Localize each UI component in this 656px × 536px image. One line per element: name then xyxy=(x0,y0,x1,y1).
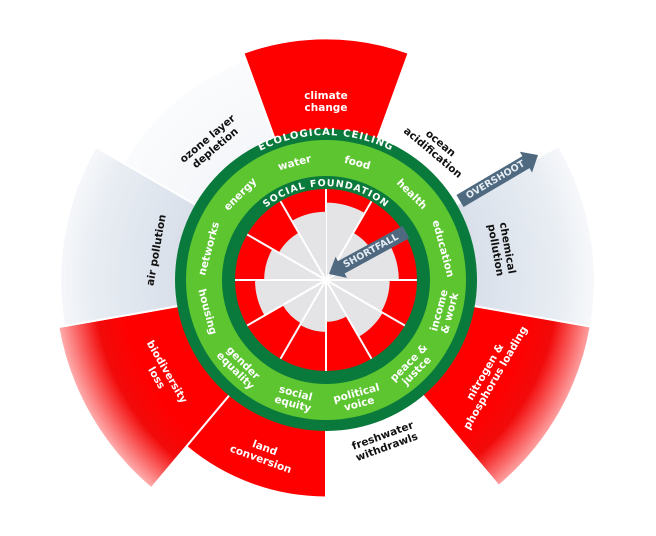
sector-divider xyxy=(325,279,406,327)
foundation-achieved-income-work xyxy=(326,280,390,312)
boundary-label-line: change xyxy=(305,102,348,114)
sector-divider xyxy=(279,279,327,360)
foundation-achieved-water xyxy=(291,211,326,280)
ecological-boundaries xyxy=(57,37,596,499)
boundary-wedge-chemical-pollution xyxy=(453,144,596,328)
foundation-achieved-peace-justce xyxy=(326,280,383,337)
overshoot-arrow-icon xyxy=(456,151,538,208)
boundary-label-line: climate xyxy=(304,90,348,102)
sector-divider xyxy=(246,233,327,281)
foundation-achieved-energy xyxy=(278,232,326,280)
sector-divider xyxy=(279,200,327,281)
foundation-achieved-housing xyxy=(255,280,326,316)
sector-divider xyxy=(325,279,373,360)
sector-divider xyxy=(246,279,327,327)
foundation-achieved-gender-equality xyxy=(282,280,326,324)
foundation-achieved-networks xyxy=(264,249,326,280)
shortfall-arrow-icon xyxy=(329,225,410,278)
